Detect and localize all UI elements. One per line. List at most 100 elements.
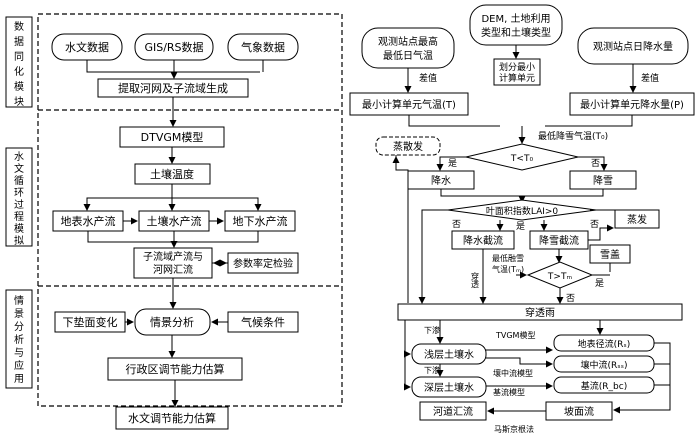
slope-flow-label: 坡面流 (564, 405, 594, 418)
connector (578, 156, 608, 171)
subbasin-routing-line1: 子流域产流与 (143, 250, 203, 263)
connector (404, 320, 411, 391)
no-label-1: 否 (591, 158, 600, 169)
extract-network-label: 提取河网及子流域生成 (118, 81, 228, 95)
gis-rs-data-label: GIS/RS数据 (144, 40, 203, 54)
interp-label-left: 差值 (419, 72, 437, 84)
connector (87, 231, 259, 243)
throughfall-rain-label: 穿透雨 (525, 306, 555, 319)
yes-label-2: 是 (516, 221, 525, 232)
connector (588, 224, 614, 241)
min-melt-temp-line2: 气温(Tₘ) (492, 264, 524, 274)
temp-decision-label: T<T₀ (510, 154, 534, 164)
hydro-regulation-box (115, 406, 229, 430)
surface-runoff-label: 地表径流(Rₛ) (578, 338, 631, 350)
evaporation2-box (614, 209, 660, 229)
land-surface-change-label: 下垫面变化 (63, 315, 118, 329)
tvgm-model-label: TVGM模型 (495, 330, 535, 340)
muskingum-label: 马斯京根法 (494, 424, 534, 434)
divide-line1: 划分最小 (499, 61, 535, 73)
baseflow-model-label: 基流模型 (493, 387, 525, 397)
scenario-analysis-label: 情景分析 (150, 315, 194, 329)
min-snow-temp-label: 最低降雪气温(T₀) (538, 130, 608, 142)
snow-cover-label: 雪盖 (600, 248, 620, 261)
evaporation-label: 蒸散发 (393, 140, 423, 153)
connector (86, 60, 260, 73)
section-label-hydro-cycle: 水文循环过程模拟 (14, 151, 24, 247)
section-label-box (5, 16, 33, 108)
station-temp-line2: 最低日气温 (383, 49, 433, 62)
baseflow-label: 基流(R_bc) (581, 380, 627, 392)
interp-label-right: 差值 (641, 72, 659, 84)
deep-soil-box (411, 376, 487, 398)
yes-label-1: 是 (448, 158, 457, 169)
surface-runoff-gen-label: 地表水产流 (61, 214, 116, 228)
meteo-data-label: 气象数据 (241, 40, 285, 54)
no-label-4: 否 (566, 293, 575, 304)
evaporation-box (375, 136, 441, 156)
throughfall-vertical-label: 穿透 (471, 271, 480, 289)
channel-routing-label: 河道汇流 (433, 405, 473, 418)
connector (436, 156, 466, 171)
snow-interception-label: 降雪截流 (539, 234, 579, 247)
section-label-box (5, 289, 33, 389)
groundwater-runoff-gen-label: 地下水产流 (233, 214, 288, 228)
connector (486, 357, 553, 368)
min-unit-temp-label: 最小计算单元气温(T) (362, 98, 456, 111)
soil-temp-label: 土壤温度 (150, 167, 194, 181)
connector (83, 184, 173, 211)
subbasin-routing-box (133, 247, 213, 279)
channel-routing-box (419, 401, 487, 421)
connector (440, 189, 604, 197)
melt-decision-label: T>Tₘ (547, 272, 573, 282)
dem-line2: 类型和土壤类型 (481, 26, 551, 39)
connector (418, 209, 448, 304)
section-label-scenario: 情景分析与应用 (14, 294, 24, 385)
rain-interception-label: 降水截流 (463, 234, 503, 247)
connector (545, 115, 633, 127)
station-temp-box (361, 27, 455, 69)
no-label-2: 否 (452, 219, 461, 230)
groundwater-runoff-gen-box (224, 210, 296, 232)
divide-unit-box (493, 58, 541, 86)
seepage-label-1: 下渗 (424, 325, 440, 335)
connector (408, 115, 500, 127)
deep-soil-label: 深层土壤水 (424, 381, 474, 394)
shallow-soil-box (411, 343, 487, 365)
dem-line1: DEM, 土地利用 (481, 12, 550, 25)
section-label-box (5, 147, 33, 247)
left-panel: 数据同化模块 水文循环过程模拟 情景分析与应用 水文数据 GIS/RS数据 气象… (5, 13, 343, 430)
interflow-model-label: 壤中流模型 (493, 368, 533, 378)
rainfall-label: 降水 (431, 174, 451, 187)
snowfall-label: 降雪 (593, 174, 613, 187)
min-unit-precip-label: 最小计算单元降水量(P) (580, 98, 684, 111)
hydro-data-label: 水文数据 (65, 40, 109, 54)
yes-label-3: 是 (595, 278, 604, 289)
min-melt-temp-line1: 最低融雪 (492, 253, 524, 263)
param-calibration-label: 参数率定检验 (233, 257, 293, 270)
station-temp-line1: 观测站点最高 (378, 35, 438, 48)
right-panel: 观测站点最高 最低日气温 DEM, 土地利用 类型和土壤类型 观测站点日降水量 … (349, 4, 695, 434)
divide-line2: 计算单元 (499, 72, 535, 84)
shallow-soil-label: 浅层土壤水 (424, 348, 474, 361)
connector (172, 197, 262, 211)
connector (613, 342, 671, 414)
left-outer-frame (37, 13, 343, 407)
soil-runoff-gen-label: 土壤水产流 (147, 214, 202, 228)
throughfall-rain-box (397, 303, 683, 321)
climate-conditions-label: 气候条件 (241, 315, 285, 329)
admin-regulation-label: 行政区调节能力估算 (126, 362, 225, 376)
section-label-data-assimilation: 数据同化模块 (14, 20, 24, 108)
evaporation2-label: 蒸发 (627, 213, 647, 226)
connector (395, 155, 409, 303)
no-label-3: 否 (590, 219, 599, 230)
lai-decision-label: 叶面积指数LAI>0 (486, 205, 559, 217)
hydro-regulation-label: 水文调节能力估算 (128, 411, 216, 425)
dtvgm-label: DTVGM模型 (141, 130, 204, 144)
subbasin-routing-line2: 河网汇流 (153, 263, 193, 276)
station-precip-label: 观测站点日降水量 (593, 40, 673, 53)
dem-landuse-box (469, 4, 563, 46)
interflow-label: 壤中流(Rₛₛ) (581, 359, 628, 371)
seepage-label-2: 下渗 (424, 365, 440, 375)
